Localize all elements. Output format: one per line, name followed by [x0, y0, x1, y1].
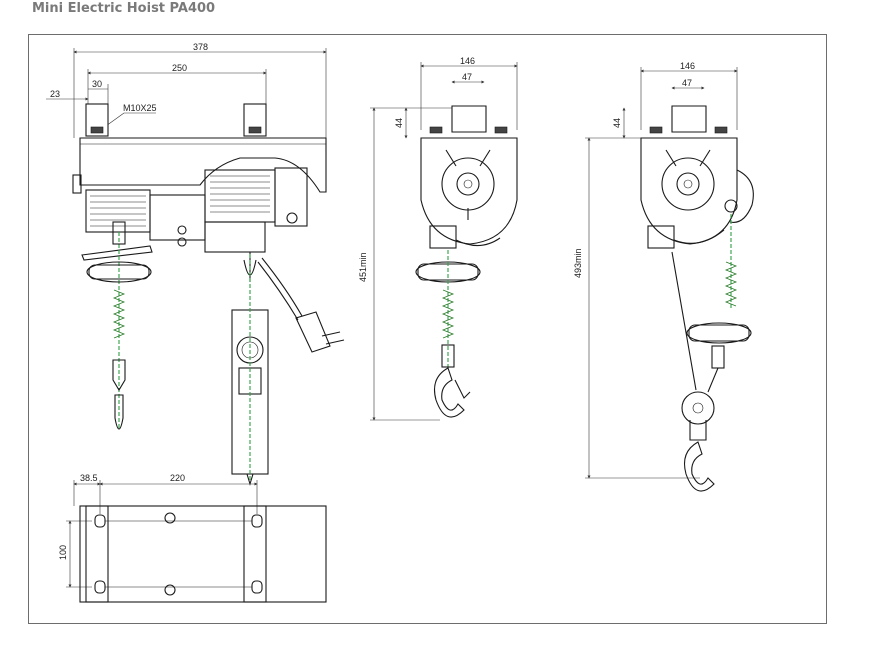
- bolt-spec-label: M10X25: [123, 103, 157, 113]
- page-title: Mini Electric Hoist PA400: [32, 1, 216, 16]
- dim-label-493min: 493min: [573, 248, 583, 278]
- side-switch-b: [647, 225, 675, 249]
- rope-clamp: [112, 359, 126, 392]
- dim-label-44-a: 44: [394, 118, 404, 128]
- side-hook-a: [433, 367, 465, 418]
- bottom-plate: [79, 505, 327, 603]
- gearbox: [149, 194, 206, 241]
- side-view-2: 146 47 44 493min: [573, 61, 754, 492]
- dim-label-23: 23: [50, 89, 60, 99]
- counterweight: [86, 261, 152, 283]
- side-housing-b: [640, 137, 738, 245]
- bottom-view: 38.5 220 100: [58, 473, 327, 603]
- dim-label-47-b: 47: [682, 78, 692, 88]
- dim-label-100: 100: [58, 545, 68, 560]
- switch-box: [204, 221, 266, 253]
- motor-housing: [204, 169, 276, 223]
- side-drum-a: [441, 157, 495, 211]
- side-bracket-a: [451, 105, 487, 133]
- dim-label-250: 250: [172, 63, 187, 73]
- side-view-1: 146 47 44 451min: [358, 56, 518, 421]
- dim-label-146-b: 146: [680, 61, 695, 71]
- bottom-bracket-right: [243, 505, 267, 603]
- dim-label-47-a: 47: [462, 72, 472, 82]
- side-drum-b: [661, 157, 715, 211]
- dim-label-38-5: 38.5: [80, 473, 98, 483]
- front-view: 378 250 30 23 M10X25: [46, 42, 345, 486]
- drawing-frame: [28, 34, 827, 624]
- bottom-bracket-left: [85, 505, 109, 603]
- mount-holes: [94, 512, 263, 596]
- side-housing-a: [420, 137, 518, 245]
- dim-label-220: 220: [170, 473, 185, 483]
- power-plug: [295, 311, 331, 353]
- dim-label-30: 30: [92, 79, 102, 89]
- bolt-head-left: [90, 126, 104, 134]
- rope-b: [671, 251, 697, 391]
- dim-label-146-a: 146: [460, 56, 475, 66]
- dim-label-451min: 451min: [358, 252, 368, 282]
- side-switch-a: [429, 225, 457, 249]
- bolt-head-right: [248, 126, 262, 134]
- pulley-block: [681, 391, 715, 425]
- front-hook: [114, 394, 124, 430]
- side-counterweight-b: [686, 322, 752, 344]
- dim-label-378: 378: [193, 42, 208, 52]
- side-hook-b: [683, 441, 715, 492]
- limit-lever: [81, 245, 153, 261]
- motor-end-cap: [274, 167, 308, 227]
- dim-label-44-b: 44: [612, 118, 622, 128]
- beam-end-cap: [72, 174, 82, 194]
- upper-hook-b: [729, 169, 754, 223]
- side-bracket-b: [671, 105, 707, 133]
- hoist-beam: [79, 137, 327, 193]
